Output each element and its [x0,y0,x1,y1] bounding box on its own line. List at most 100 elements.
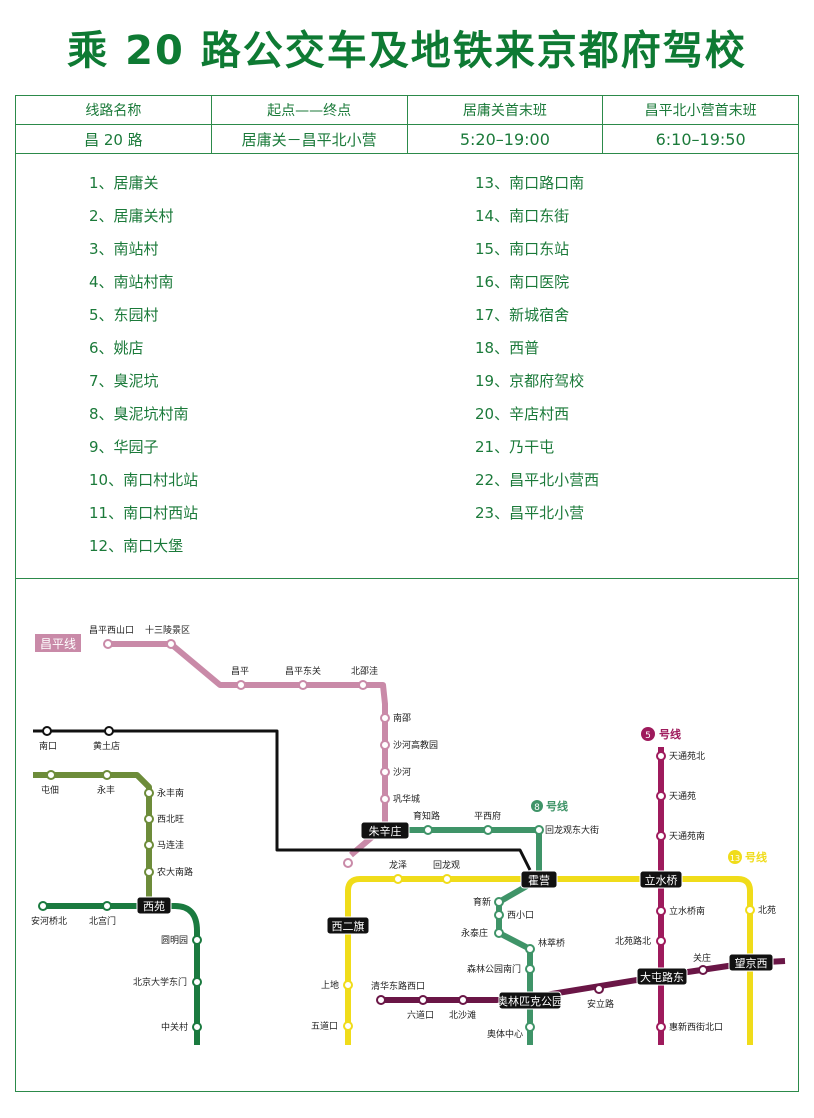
station-dot [525,964,535,974]
station-label: 奥体中心 [487,1028,523,1040]
list-item: 2、居庸关村 [89,207,174,225]
line8-badge-text: 号线 [546,799,568,813]
station-label: 立水桥南 [669,905,705,917]
station-dot [144,814,154,824]
line5-badge-text: 号线 [659,727,681,741]
station-dot [483,825,493,835]
station-dot [534,825,544,835]
transfer-label: 望京西 [735,956,768,970]
station-label: 农大南路 [157,866,193,878]
station-label: 马连洼 [157,839,184,851]
station-dot [102,770,112,780]
station-dot [192,935,202,945]
station-dot [343,980,353,990]
station-label: 平西府 [474,810,501,822]
list-item: 20、辛店村西 [475,405,570,423]
list-item: 8、臭泥坑村南 [89,405,189,423]
station-dot [393,874,403,884]
station-dot [656,906,666,916]
station-label: 中关村 [161,1021,188,1033]
station-label: 森林公园南门 [467,963,521,975]
table-header-row: 线路名称 起点——终点 居庸关首末班 昌平北小营首末班 [15,95,799,125]
station-dot [166,639,176,649]
station-dot [656,831,666,841]
transfer-box [136,896,172,915]
list-item: 23、昌平北小营 [475,504,585,522]
station-dot [656,751,666,761]
station-label: 巩华城 [393,793,420,805]
station-label: 昌平 [231,666,249,677]
line8-badge-icon [531,800,543,812]
transfer-box [498,991,562,1010]
station-dot [494,910,504,920]
station-label: 黄土店 [93,740,120,752]
station-label: 龙泽 [389,859,407,871]
station-dot [494,928,504,938]
station-dot [46,770,56,780]
header-beixiaoying-times: 昌平北小营首末班 [602,95,799,125]
station-label: 北苑路北 [615,935,651,947]
station-dot [380,767,390,777]
station-label: 北苑 [758,904,776,916]
station-dot [42,726,52,736]
station-label: 十三陵景区 [145,624,190,636]
list-item: 16、南口医院 [475,273,570,291]
line13-badge-text: 号线 [745,850,767,864]
station-label: 西小口 [507,910,534,921]
transfer-box [639,870,683,889]
station-label: 育新 [473,896,491,908]
station-label: 永丰 [97,784,115,796]
station-dot [103,639,113,649]
station-label: 永丰南 [157,787,184,799]
list-item: 4、南站村南 [89,273,174,291]
black-line [33,729,532,871]
line13-badge-icon [728,850,742,864]
list-item: 5、东园村 [89,306,159,324]
route-name: 昌 20 路 [15,124,212,154]
station-dot [418,995,428,1005]
station-label: 天通苑南 [669,830,705,842]
station-dot [376,995,386,1005]
transfer-box [326,916,370,935]
station-label: 六道口 [407,1009,434,1021]
changping-badge: 昌平线 [40,637,76,651]
station-label: 北宫门 [89,915,116,927]
station-label: 南口 [39,740,57,752]
list-item: 17、新城宿舍 [475,306,570,324]
list-item: 19、京都府驾校 [475,372,585,390]
route-start-end: 居庸关－昌平北小营 [210,124,408,154]
station-label: 西北旺 [157,814,184,825]
route-info-table: 线路名称 起点——终点 居庸关首末班 昌平北小营首末班 昌 20 路 居庸关－昌… [15,95,799,154]
station-label: 北邵洼 [351,665,378,677]
transfer-label: 霍营 [528,873,550,887]
station-dot [192,977,202,987]
list-item: 1、居庸关 [89,174,159,192]
station-dot [104,726,114,736]
beixiaoying-times: 6:10–19:50 [602,124,799,154]
list-item: 9、华园子 [89,438,159,456]
list-item: 13、南口路口南 [475,174,585,192]
list-item: 14、南口东街 [475,207,570,225]
table-value-row: 昌 20 路 居庸关－昌平北小营 5:20–19:00 6:10–19:50 [15,124,799,154]
header-start-end: 起点——终点 [210,95,408,125]
line8-badge-number: 8 [534,803,540,813]
station-dot [298,680,308,690]
line15 [380,958,786,1003]
station-dot [38,901,48,911]
station-label: 回龙观东大街 [545,824,599,836]
station-dot [358,680,368,690]
station-dot [102,901,112,911]
station-dot [380,740,390,750]
station-label: 林萃桥 [538,937,565,949]
station-label: 北沙滩 [449,1009,476,1021]
list-item: 3、南站村 [89,240,159,258]
station-label: 育知路 [413,810,440,822]
transfer-box [636,967,688,986]
juyongguan-times: 5:20–19:00 [406,124,604,154]
transfer-label: 奥林匹克公园 [497,994,563,1008]
line5-badge-icon [641,727,655,741]
station-dot [525,944,535,954]
changping-badge-bg [35,634,81,652]
station-dot [656,1022,666,1032]
stop-list-left: 1、居庸关 2、居庸关村 3、南站村 4、南站村南 5、东园村 6、姚店 7、臭… [89,172,198,568]
